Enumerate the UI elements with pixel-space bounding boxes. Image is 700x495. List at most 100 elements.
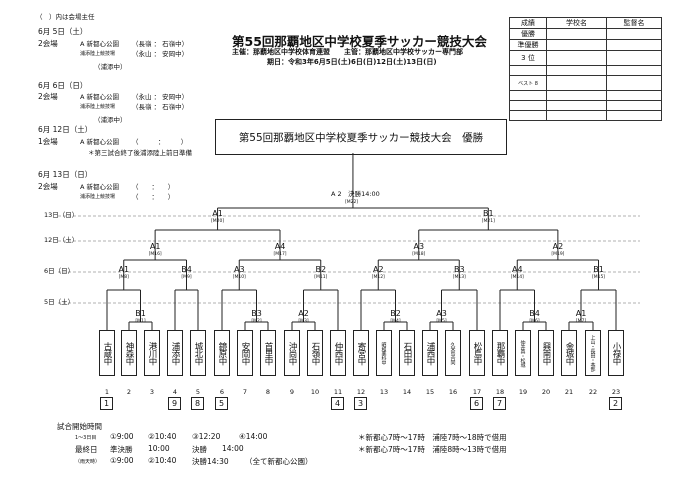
organizer-line: 主催：那覇地区中学校体育連盟 主管：那覇地区中学校サッカー専門部	[232, 48, 463, 56]
team-name: 小禄中	[608, 330, 624, 376]
seed-box: 8	[191, 397, 204, 410]
day-label: 6日（日）	[44, 267, 75, 275]
schedule-venue: A 新都心公園	[80, 93, 120, 101]
team-number: 18	[495, 388, 505, 396]
team-number: 17	[472, 388, 482, 396]
footer-row2-c: 決勝	[192, 445, 207, 454]
round1-match-code: [M5]	[436, 319, 447, 324]
schedule-date: 6月 5日（土）	[38, 27, 88, 36]
team-number: 1	[104, 388, 110, 396]
schedule-venue-count: 2会場	[38, 182, 58, 191]
round1-match-label: A1	[575, 309, 587, 318]
team-name: 城北中	[190, 330, 206, 376]
day-label: 12日（土）	[44, 236, 79, 244]
seed-box: 9	[168, 397, 181, 410]
results-cell	[606, 110, 662, 121]
schedule-venue: 浦添陸上競技場	[80, 194, 116, 200]
team-name: 仲井真・松城	[515, 330, 531, 376]
team-name: 上山・長田・本部	[585, 330, 601, 376]
schedule-referee: （永山 ： 安岡中）	[132, 93, 189, 101]
team-name: 那覇中	[492, 330, 508, 376]
team-number: 6	[219, 388, 225, 396]
schedule-venue: A 新都心公園	[80, 40, 120, 48]
final-code: [M22]	[344, 200, 359, 205]
round1-match-label: A3	[436, 309, 447, 318]
team-number: 15	[425, 388, 435, 396]
quarterfinal-label: A4	[274, 242, 286, 251]
schedule-referee: （永山 ： 安岡中）	[132, 50, 189, 58]
schedule-referee: （ ： ）	[132, 138, 188, 146]
team-name: 昭和薬科中	[376, 330, 392, 376]
round1-match-label: B1	[135, 309, 146, 318]
schedule-note: （浦添中）	[94, 63, 127, 71]
footer-row2-d: 14:00	[222, 444, 244, 453]
team-number: 20	[541, 388, 551, 396]
team-name: 安岡中	[237, 330, 253, 376]
round1-match-label: B2	[390, 309, 401, 318]
footer-row3-t1: ①9:00	[110, 456, 134, 465]
footer-row1-t4: ④14:00	[239, 432, 268, 441]
team-number: 8	[265, 388, 271, 396]
team-name: 寄宮中	[353, 330, 369, 376]
seed-box: 7	[493, 397, 506, 410]
team-name: 石田中	[399, 330, 415, 376]
quarterfinal-code: [M17]	[273, 252, 287, 257]
footer-heading: 試合開始時間	[57, 422, 102, 431]
team-name: 神森中	[121, 330, 137, 376]
schedule-referee: （ ： ）	[132, 183, 175, 191]
team-name: 石嶺中	[307, 330, 323, 376]
team-number: 7	[242, 388, 248, 396]
team-name: 鏡原中	[214, 330, 230, 376]
round1-match-code: [M4]	[390, 319, 401, 324]
footer-row1-t3: ③12:20	[192, 432, 221, 441]
footer-row3-label: （雨天時）	[75, 459, 101, 465]
schedule-referee: （長嶺 ： 石嶺中）	[132, 40, 189, 48]
round2-match-code: [M9]	[181, 275, 192, 280]
dates-line: 期日：令和3年6月5日(土)6日(日)12日(土)13日(日)	[267, 58, 437, 66]
team-name: 松島中	[469, 330, 485, 376]
footer-row2-b: 10:00	[148, 444, 170, 453]
team-name: 久米島合同	[445, 330, 461, 376]
schedule-note: ＊第三試合終了後浦添陸上前日準備	[88, 149, 192, 157]
semifinal-label: A1	[212, 209, 223, 218]
team-name: 仲西中	[330, 330, 346, 376]
team-name: 浦添中	[167, 330, 183, 376]
team-number: 23	[611, 388, 621, 396]
final-label: A 2 決勝14:00	[330, 190, 380, 198]
round2-match-code: [M13]	[452, 275, 466, 280]
schedule-referee: （ ： ）	[132, 193, 175, 201]
team-number: 21	[564, 388, 574, 396]
semifinal-label: B1	[483, 209, 494, 218]
team-number: 16	[448, 388, 458, 396]
seed-box: 6	[470, 397, 483, 410]
schedule-venue: A 新都心公園	[80, 138, 120, 146]
team-name: 沖尚中	[284, 330, 300, 376]
round1-match-label: A2	[298, 309, 309, 318]
round2-match-label: A1	[118, 265, 130, 274]
seed-box: 3	[354, 397, 367, 410]
team-number: 5	[195, 388, 201, 396]
round1-match-label: B3	[251, 309, 262, 318]
round1-match-code: [M6]	[529, 319, 540, 324]
semifinal-code: [M20]	[211, 219, 225, 224]
day-label: 5日（土）	[44, 298, 75, 306]
seed-box: 5	[215, 397, 228, 410]
team-name: 浦西中	[422, 330, 438, 376]
schedule-date: 6月 12日（土）	[38, 125, 93, 134]
round1-match-code: [M7]	[575, 319, 587, 324]
team-name: 首里中	[260, 330, 276, 376]
round2-match-label: B2	[315, 265, 327, 274]
round2-match-code: [M10]	[232, 275, 246, 280]
page-title: 第55回那覇地区中学校夏季サッカー競技大会	[232, 34, 487, 49]
schedule-venue-count: 2会場	[38, 92, 58, 101]
schedule-venue: A 新都心公園	[80, 183, 120, 191]
quarterfinal-code: [M16]	[148, 252, 162, 257]
round2-match-code: [M15]	[591, 275, 606, 280]
schedule-note: （浦添中）	[94, 116, 127, 124]
round2-match-label: A4	[511, 265, 523, 274]
champion-banner: 第55回那覇地区中学校夏季サッカー競技大会 優勝	[215, 119, 507, 155]
team-number: 11	[333, 388, 343, 396]
round2-match-label: B1	[593, 265, 604, 274]
